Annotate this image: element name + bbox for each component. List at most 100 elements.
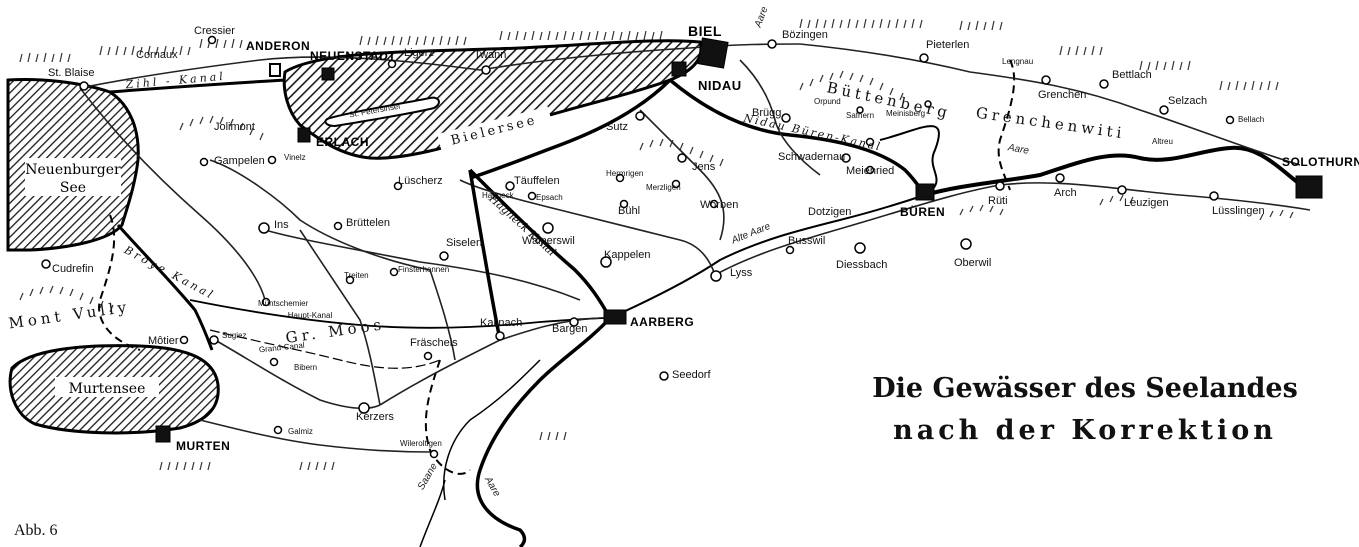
old-aare-loop (879, 125, 940, 196)
st-petersinsel-shape (324, 96, 440, 128)
village-circle (333, 221, 343, 231)
label-leuzigen: Leuzigen (1124, 197, 1169, 209)
village-circle (389, 267, 399, 277)
village-circle (919, 53, 929, 63)
label-cudrefin: Cudrefin (52, 263, 94, 275)
village-circle (785, 245, 795, 255)
label-neuenburgersee: Neuenburger (25, 162, 121, 178)
zihl-kanal (109, 78, 286, 94)
village-circle (527, 191, 537, 201)
village-circle (41, 259, 51, 269)
village-circle (387, 59, 397, 69)
label-bargen: Bargen (552, 323, 587, 335)
village-circle (671, 179, 681, 189)
waterways (98, 59, 1312, 547)
nidau-bueren-kanal (668, 78, 927, 197)
label-gampelen: Gampelen (214, 155, 265, 167)
village-circle (960, 238, 972, 250)
bielersee-shape (282, 39, 703, 160)
label-hagneck: Hagneck (482, 191, 515, 200)
canton-border (98, 214, 141, 351)
label-neuenburgersee-see: See (60, 180, 86, 196)
grand-canal (209, 329, 441, 369)
label-walperswil: Walperswil (522, 235, 575, 247)
village-circle (429, 449, 439, 459)
label-nidau: NIDAU (698, 78, 742, 93)
label-murten: MURTEN (176, 439, 230, 453)
murten-marker (155, 425, 171, 443)
map-title: Die Gewässer des Seelandes nach der Korr… (870, 368, 1300, 452)
town-markers (155, 37, 1323, 443)
lake-label-bg (437, 106, 553, 154)
village-circle (924, 100, 932, 108)
label-sugiez: Sugiez (222, 331, 246, 340)
major-town-labels: BIEL NIDAU NEUENSTADT ANDERON ERLACH AAR… (176, 23, 1359, 453)
label-jolimont: Jolimont (214, 121, 255, 133)
solothurn-marker (1295, 175, 1323, 199)
village-circle (767, 39, 777, 49)
label-aarberg: AARBERG (630, 315, 694, 329)
label-buehl: Bühl (618, 205, 640, 217)
label-praz: Môtier (148, 335, 179, 347)
label-erlach: ERLACH (316, 135, 369, 149)
label-pieterlen: Pieterlen (926, 39, 969, 51)
village-circle (273, 425, 283, 435)
aarberg-marker (603, 309, 627, 325)
map-title-line1: Die Gewässer des Seelandes (872, 373, 1298, 404)
label-lyss: Lyss (730, 267, 753, 279)
village-markers (41, 35, 1235, 459)
anderon-marker (269, 63, 281, 77)
label-aare-south: Aare (482, 474, 503, 499)
label-saane: Saane (416, 461, 440, 492)
label-orpund: Orpund (814, 97, 841, 106)
village-circle (345, 275, 355, 285)
label-epsach: Epsach (536, 193, 563, 202)
village-circle (207, 35, 217, 45)
label-meinisberg: Meinisberg (886, 109, 925, 118)
lake-label-bg (25, 158, 121, 196)
village-circle (439, 251, 449, 261)
alte-aare (609, 194, 926, 319)
village-circle (709, 199, 719, 209)
railways (468, 78, 672, 341)
label-busswil: Busswil (788, 235, 825, 247)
village-circle (267, 155, 277, 165)
village-circle (854, 242, 866, 254)
label-luesslingen: Lüsslingen (1212, 205, 1265, 217)
label-schwadernau: Schwadernau (778, 151, 845, 163)
village-circle (423, 351, 433, 361)
village-circle (1159, 105, 1169, 115)
label-murtensee: Murtensee (69, 381, 146, 397)
label-siselen: Siselen (446, 237, 482, 249)
label-cornaux: Cornaux (136, 49, 178, 61)
label-taeuffelen: Täuffelen (514, 175, 560, 187)
label-treiten: Treiten (344, 271, 369, 280)
village-circle (856, 106, 864, 114)
label-aare-biel: Aare (753, 5, 771, 30)
label-st-blaise: St. Blaise (48, 67, 94, 79)
label-altreu: Altreu (1152, 137, 1173, 146)
label-kallnach: Kallnach (480, 317, 522, 329)
label-worben: Worben (700, 199, 738, 211)
lake-label-bg (55, 377, 159, 397)
river-braided (443, 359, 541, 501)
village-circle (1099, 79, 1109, 89)
label-oberwil: Oberwil (954, 257, 991, 269)
figure-label: Abb. 6 (14, 522, 58, 539)
label-vinelz: Vinelz (284, 153, 306, 162)
label-jens: Jens (692, 161, 716, 173)
village-circle (865, 165, 875, 175)
village-circle (865, 137, 875, 147)
erlach-marker (297, 127, 311, 143)
village-circle (199, 157, 209, 167)
village-circle (1041, 75, 1051, 85)
label-bellach: Bellach (1238, 115, 1264, 124)
nidau-marker (671, 61, 687, 77)
label-bruegg: Brügg (752, 107, 781, 119)
label-finsterhennen: Finsterhennen (398, 265, 449, 274)
village-circle (393, 181, 403, 191)
label-merzligen: Merzligen (646, 183, 681, 192)
label-broye-kanal: Broye Kanal (121, 243, 217, 302)
village-circle (995, 181, 1005, 191)
